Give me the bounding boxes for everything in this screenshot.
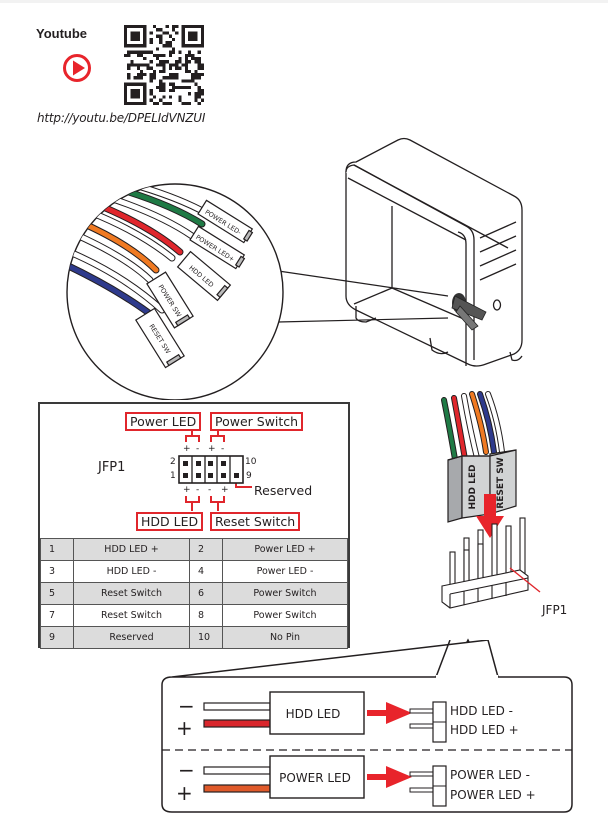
signal-cell: Power LED - [222, 560, 348, 583]
pin-number: 1 [170, 471, 176, 481]
hdd-led-plus-label: HDD LED + [450, 723, 519, 737]
plus-sign: + [176, 716, 193, 740]
signal-cell: Power LED + [222, 538, 348, 561]
label-reserved: Reserved [254, 483, 313, 498]
signal-cell: HDD LED - [73, 560, 190, 583]
jfp1-connector-label: JFP1 [541, 603, 567, 617]
power-led-plus-label: POWER LED + [450, 788, 536, 802]
pin-number-cell: 6 [189, 582, 223, 605]
signal-cell: Reserved [73, 626, 190, 649]
hdd-led-plug-label: HDD LED [286, 707, 341, 721]
polarity-mark: + [183, 485, 191, 495]
play-circle-icon[interactable] [62, 53, 92, 87]
signal-cell: Power Switch [222, 582, 348, 605]
label-power-switch: Power Switch [210, 412, 304, 431]
label-hdd-led: HDD LED [136, 512, 204, 531]
jfp1-pinout-panel: Power LED Power Switch HDD LED Reset Swi… [38, 402, 350, 649]
jfp1-header-schematic [178, 430, 252, 511]
power-led-plug-label: POWER LED [279, 771, 351, 785]
signal-cell: Reset Switch [73, 582, 190, 605]
polarity-mark: + [208, 444, 216, 454]
qr-code-icon[interactable] [124, 25, 204, 109]
hdd-plus-wire [203, 719, 271, 728]
polarity-mark: - [208, 485, 212, 495]
hdd-led-row: − + HDD LED HDD LED - HDD LED + [176, 691, 519, 743]
pc-case-icon [345, 137, 523, 367]
pin-number-cell: 5 [40, 582, 74, 605]
polarity-mark: + [183, 444, 191, 454]
pin-number-cell: 3 [40, 560, 74, 583]
polarity-mark: + [221, 485, 229, 495]
label-power-led: Power LED [125, 412, 202, 431]
signal-cell: Power Switch [222, 604, 348, 627]
pin-number: 10 [245, 457, 257, 467]
power-led-minus-label: POWER LED - [450, 768, 530, 782]
page-top-border [0, 0, 608, 3]
pin-number-cell: 2 [189, 538, 223, 561]
signal-cell: No Pin [222, 626, 348, 649]
pin-number-cell: 7 [40, 604, 74, 627]
connector-label-hdd: HDD LED [468, 465, 478, 510]
polarity-mark: - [196, 444, 200, 454]
signal-cell: Reset Switch [73, 604, 190, 627]
jfp1-header-label: JFP1 [98, 460, 126, 475]
hdd-led-minus-label: HDD LED - [450, 704, 513, 718]
cable-callout-circle: POWER LED- POWER LED+ HDD LED POWER SW R… [66, 183, 284, 400]
pin-number-cell: 4 [189, 560, 223, 583]
minus-sign: − [178, 694, 195, 718]
arrow-right-icon [386, 766, 412, 788]
power-plus-wire [203, 784, 271, 793]
led-polarity-detail: − + HDD LED HDD LED - HDD LED + − + POWE… [161, 640, 573, 813]
insert-arrow-icon [476, 494, 504, 538]
pin-number-cell: 9 [40, 626, 74, 649]
minus-sign: − [178, 758, 195, 782]
pin-number-cell: 1 [40, 538, 74, 561]
cable-bundle-icon [451, 293, 487, 331]
signal-cell: HDD LED + [73, 538, 190, 561]
power-led-row: − + POWER LED POWER LED - POWER LED + [176, 755, 536, 807]
label-reset-switch: Reset Switch [210, 512, 301, 531]
case-illustration: POWER LED- POWER LED+ HDD LED POWER SW R… [66, 137, 523, 400]
connector-insertion-illustration: HDD LED RESET SW JFP1 [441, 391, 567, 680]
connector-label-reset: RESET SW [496, 457, 506, 508]
polarity-mark: - [221, 444, 225, 454]
pin-number: 9 [246, 471, 252, 481]
polarity-mark: - [196, 485, 200, 495]
plus-sign: + [176, 781, 193, 805]
arrow-right-icon [386, 702, 412, 724]
pin-number: 2 [170, 457, 176, 467]
youtube-label: Youtube [36, 26, 88, 41]
youtube-url[interactable]: http://youtu.be/DPELIdVNZUI [37, 111, 206, 125]
pin-number-cell: 8 [189, 604, 223, 627]
